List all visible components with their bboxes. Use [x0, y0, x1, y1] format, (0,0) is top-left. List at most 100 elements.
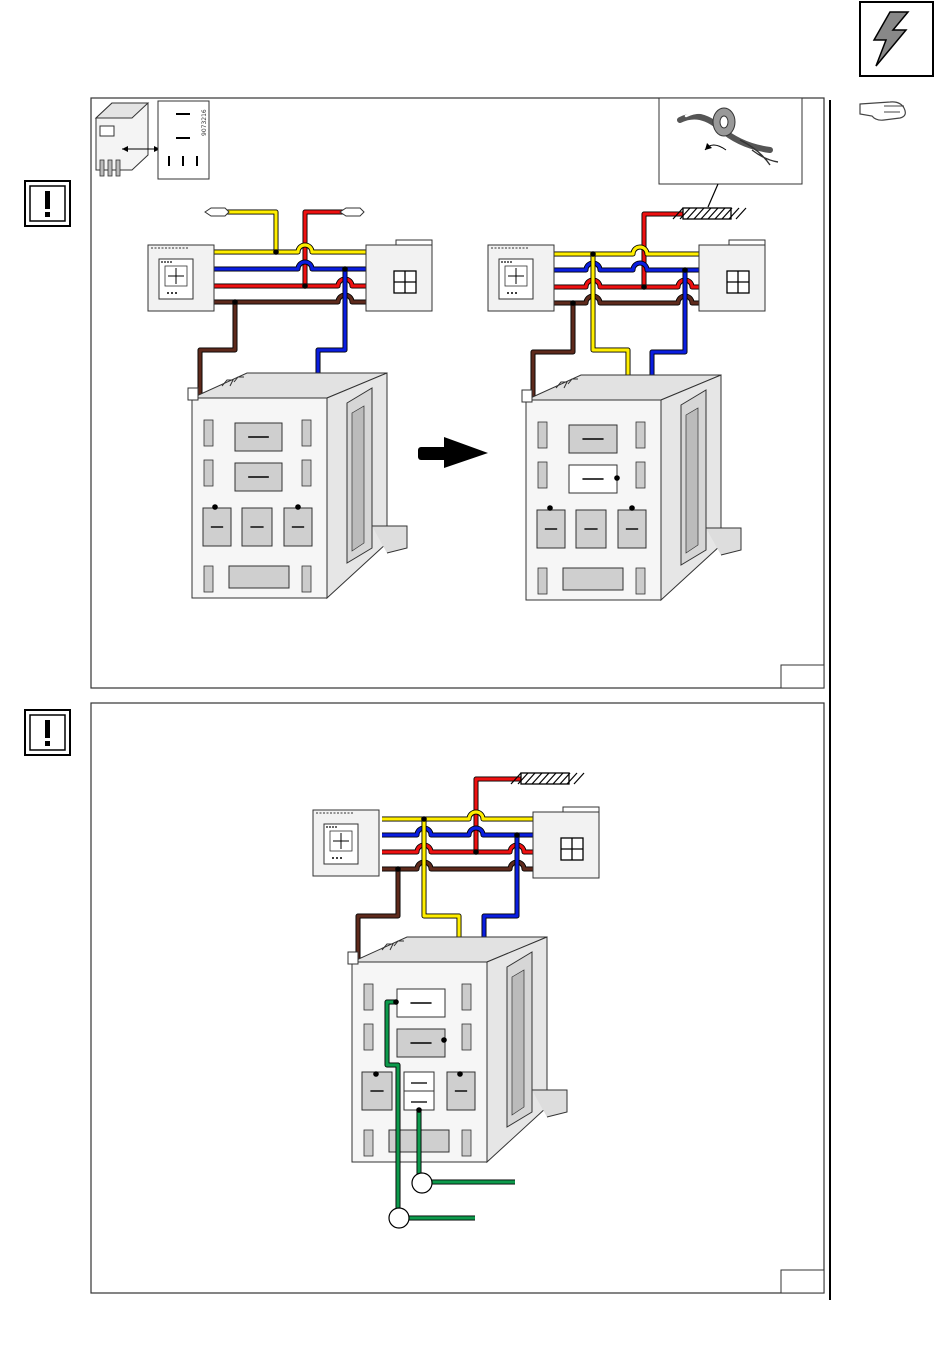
wire-terminal-yellow	[205, 208, 229, 216]
relay-pin-dot	[504, 261, 506, 263]
junction-dot	[473, 849, 479, 855]
fuse-box-vent	[462, 1130, 471, 1156]
relay-pin-dot	[340, 857, 342, 859]
fuse-box-label-plate	[229, 566, 289, 588]
fuse-box-slot	[686, 408, 698, 553]
junction-dot	[457, 1071, 463, 1077]
fuse-box-vent	[538, 568, 547, 594]
red-wire	[644, 214, 683, 287]
relay-module	[313, 810, 379, 876]
fuse-box-vent	[538, 462, 547, 488]
fuse-box-vent	[302, 420, 311, 446]
relay-pin-dot	[167, 261, 169, 263]
junction-dot	[395, 866, 401, 872]
fuse-box-label-plate	[563, 568, 623, 590]
fuse-box-vent	[364, 1024, 373, 1050]
junction-dot	[614, 475, 620, 481]
transition-arrow	[418, 437, 488, 468]
fuse-box-vent	[364, 1130, 373, 1156]
fuse-box-latch	[348, 952, 358, 964]
relay-pin-dot	[171, 292, 173, 294]
fuse-box-vent	[302, 566, 311, 592]
junction-dot	[212, 504, 218, 510]
relay-pin-dot	[329, 826, 331, 828]
junction-dot	[393, 999, 399, 1005]
fuse-box-latch	[188, 388, 198, 400]
relay-pinout-inset: 9073216	[96, 101, 209, 179]
tape-wrap-inset	[659, 98, 802, 207]
fuse-box-vent	[302, 460, 311, 486]
fuse-box-slot	[512, 970, 524, 1115]
junction-dot	[629, 505, 635, 511]
relay-part-number: 9073216	[201, 109, 208, 136]
relay-pin-dot	[326, 826, 328, 828]
relay-pin-dot	[507, 292, 509, 294]
yellow-wire	[382, 812, 533, 819]
wiring-diagram-original	[148, 208, 432, 598]
relay-pin-dot	[332, 826, 334, 828]
relay-pin-dot	[501, 261, 503, 263]
junction-dot	[547, 505, 553, 511]
wiring-diagram-with-extra-relay	[313, 773, 599, 1228]
blue-wire	[554, 263, 700, 270]
yellow-wire	[554, 247, 700, 254]
fuse-box-vent	[538, 422, 547, 448]
fuse-box	[348, 937, 567, 1162]
junction-dot	[295, 504, 301, 510]
junction-dot	[302, 283, 308, 289]
relay-pin-dot	[164, 261, 166, 263]
fuse-box-vent	[462, 1024, 471, 1050]
fuse-box-latch	[522, 390, 532, 402]
exclamation-warning-icon	[25, 710, 70, 755]
ground-terminal-ring	[389, 1208, 409, 1228]
fuse-box-vent	[364, 984, 373, 1010]
relay-pin-dot	[175, 292, 177, 294]
fuse-box-vent	[462, 984, 471, 1010]
junction-dot	[570, 300, 576, 306]
junction-dot	[590, 251, 596, 257]
wire-terminal-red	[340, 208, 364, 216]
junction-dot	[441, 1037, 447, 1043]
relay-module	[148, 245, 214, 311]
fuse-box-vent	[204, 566, 213, 592]
relay-pin-dot	[332, 857, 334, 859]
relay-pin-dot	[170, 261, 172, 263]
relay-pin-dot	[511, 292, 513, 294]
junction-dot	[342, 266, 348, 272]
junction-dot	[273, 249, 279, 255]
fuse-box-vent	[204, 460, 213, 486]
junction-dot	[421, 816, 427, 822]
yellow-wire	[214, 245, 367, 252]
fuse-box-vent	[204, 420, 213, 446]
junction-dot	[416, 1107, 422, 1113]
connector-tab	[729, 240, 765, 245]
connector-tab	[563, 807, 599, 812]
exclamation-warning-icon	[25, 181, 70, 226]
relay-pin-dot	[161, 261, 163, 263]
relay-pin-dot	[510, 261, 512, 263]
junction-dot	[682, 267, 688, 273]
connector-plug	[699, 240, 765, 311]
relay-pin-dot	[167, 292, 169, 294]
relay-pin-dot	[515, 292, 517, 294]
wiring-diagram-modified	[488, 208, 765, 600]
fuse-box-vent	[636, 568, 645, 594]
fuse-box-slot	[352, 406, 364, 551]
fuse-box-vent	[636, 462, 645, 488]
relay-pin-dot	[336, 857, 338, 859]
connector-plug	[533, 807, 599, 878]
relay-module	[488, 245, 554, 311]
fuse-box	[522, 375, 741, 600]
panel-number-box	[781, 1270, 824, 1293]
tape-wrap-marker	[673, 208, 746, 219]
junction-dot	[232, 299, 238, 305]
relay-pin-dot	[335, 826, 337, 828]
connector-plug	[366, 240, 432, 311]
yellow-wire-outline	[220, 212, 276, 252]
tape-wrap-marker	[511, 773, 584, 784]
fuse-box	[188, 373, 407, 598]
relay-pin-dot	[507, 261, 509, 263]
lightning-bolt-icon	[860, 2, 933, 76]
connector-tab	[396, 240, 432, 245]
